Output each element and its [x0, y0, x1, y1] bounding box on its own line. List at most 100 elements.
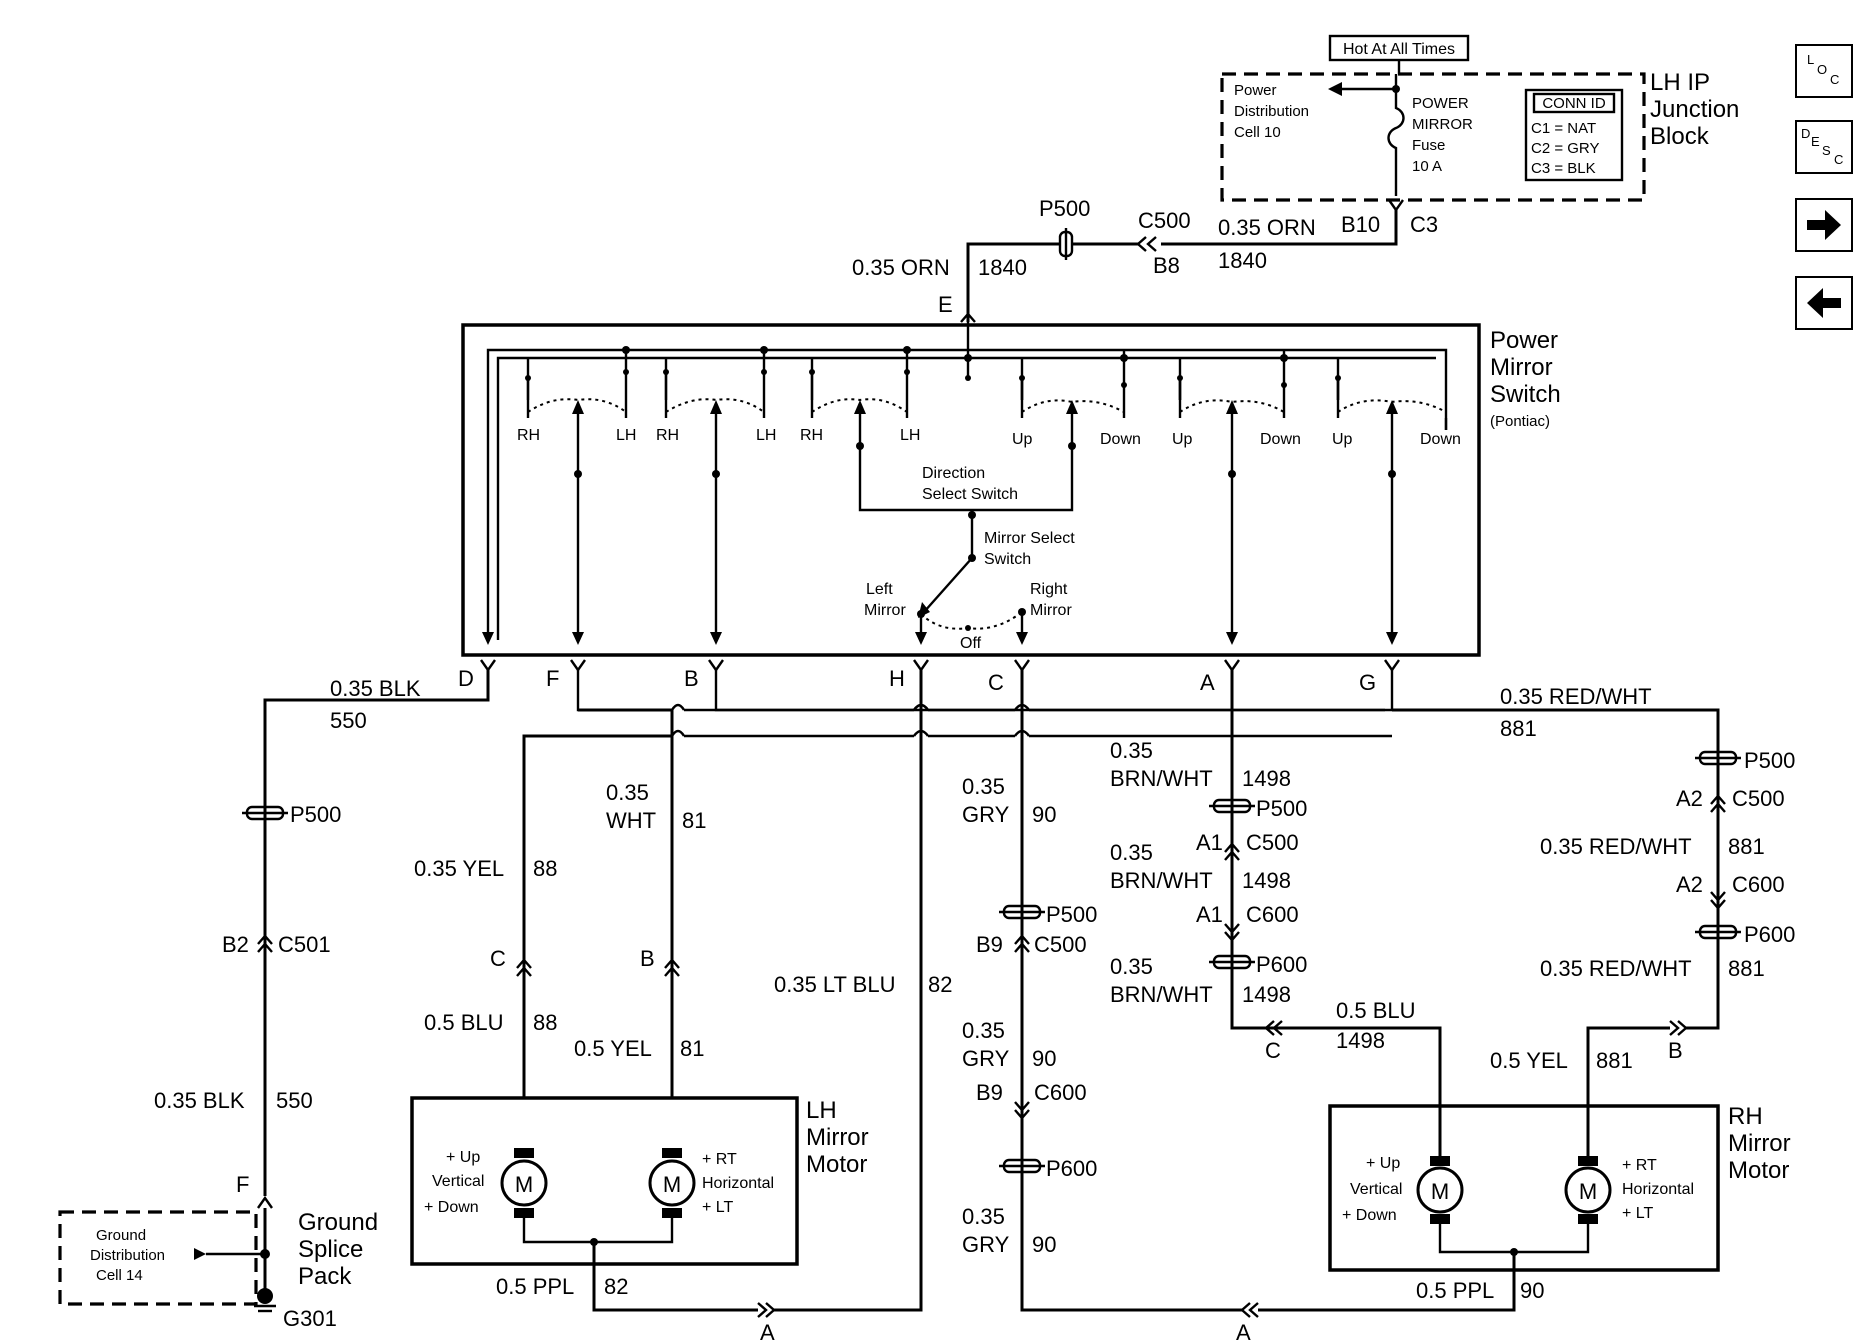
ground-wire-top-color: 0.35 BLK — [330, 676, 421, 701]
mirror-select-label-2: Switch — [984, 551, 1031, 568]
contact-label-up-1: Up — [1012, 431, 1033, 448]
rh-yel-wire-circuit: 881 — [1596, 1048, 1633, 1073]
gry-wire3-circuit: 90 — [1032, 1232, 1056, 1257]
ground-wire-low-circuit: 550 — [276, 1088, 313, 1113]
ground-wire-low-color: 0.35 BLK — [154, 1088, 245, 1113]
redwht-wire2-circuit: 881 — [1728, 834, 1765, 859]
lh-wht-wire-color: WHT — [606, 808, 656, 833]
gry-circuit-90: 0.35 GRY 90 P500 B9 C500 0.35 GRY 90 B9 … — [962, 670, 1544, 1344]
brn-connector-c600: C600 — [1246, 902, 1299, 927]
conn-id-row-1: C1 = NAT — [1531, 120, 1596, 137]
right-mirror-label-2: Mirror — [1030, 602, 1072, 619]
lh-yel2-wire-circuit: 81 — [680, 1036, 704, 1061]
lh-vert-label-3: + Down — [424, 1199, 479, 1216]
switch-pin-a: A — [1200, 670, 1215, 695]
off-label: Off — [960, 635, 982, 652]
lh-horizontal-motor-icon — [648, 1159, 696, 1207]
location-view-button[interactable]: L O C — [1795, 44, 1853, 98]
direction-switch-label-1: Direction — [922, 465, 985, 482]
gry-connector-c500: C500 — [1034, 932, 1087, 957]
brn-wire2-size: 0.35 — [1110, 840, 1153, 865]
rh-horiz-label-2: Horizontal — [1622, 1181, 1694, 1198]
conn-id-row-3: C3 = BLK — [1531, 160, 1596, 177]
lh-pin-a: A — [760, 1320, 775, 1344]
desc-letter-c: C — [1834, 152, 1844, 167]
fuse-label-4: 10 A — [1412, 158, 1442, 175]
ground-pack-label-3: Pack — [298, 1263, 352, 1290]
lh-yel-wire-color: 0.35 YEL — [414, 856, 504, 881]
power-mirror-fuse — [1387, 74, 1405, 196]
next-page-button[interactable] — [1795, 198, 1853, 252]
brn-circuit-1498: 0.35 BRN/WHT 1498 P500 A1 C500 0.35 BRN/… — [1110, 670, 1442, 1160]
rh-mirror-motor: RH Mirror Motor M M + Up Vertical + Down… — [1328, 1103, 1791, 1284]
lh-vert-label-2: Vertical — [432, 1173, 484, 1190]
pin-f-ground: F — [236, 1172, 249, 1197]
brn-wire3-size: 0.35 — [1110, 954, 1153, 979]
lh-pin-b: B — [640, 946, 655, 971]
switch-pin-d: D — [458, 666, 474, 691]
lh-pin-c: C — [490, 946, 506, 971]
brn-wire3-color: BRN/WHT — [1110, 982, 1213, 1007]
description-view-button[interactable]: D E S C — [1795, 120, 1853, 174]
feed-wire-left-circuit: 1840 — [978, 255, 1027, 280]
pin-c3: C3 — [1410, 212, 1438, 237]
power-dist-arrow-icon — [1328, 82, 1342, 96]
brn-wire1-circuit: 1498 — [1242, 766, 1291, 791]
gry-wire3-size: 0.35 — [962, 1204, 1005, 1229]
power-mirror-switch: Power Mirror Switch (Pontiac) — [461, 322, 1561, 657]
redwht-wire2-color: 0.35 RED/WHT — [1540, 834, 1692, 859]
lh-wht-wire-size: 0.35 — [606, 780, 649, 805]
brn-wire2-circuit: 1498 — [1242, 868, 1291, 893]
gry-wire1-circuit: 90 — [1032, 802, 1056, 827]
switch-pin-c: C — [988, 670, 1004, 695]
brn-pin-c: C — [1265, 1038, 1281, 1063]
redwht-pin-a2-upper: A2 — [1676, 786, 1703, 811]
power-dist-label-2: Distribution — [1234, 103, 1309, 120]
rh-ppl-wire-color: 0.5 PPL — [1416, 1278, 1494, 1303]
splice-p500-ground-label: P500 — [290, 802, 341, 827]
rh-motor-name-2: Mirror — [1728, 1130, 1791, 1157]
switch-pins: D F B H C A G — [458, 632, 1400, 695]
ground-pack-label-2: Splice — [298, 1236, 363, 1263]
junction-block-name-2: Junction — [1650, 96, 1739, 123]
lh-mirror-circuits: 0.35 YEL 88 0.35 WHT 81 C B 0.5 BLU 88 0… — [410, 670, 1394, 1344]
rh-vert-label-3: + Down — [1342, 1207, 1397, 1224]
switch-pin-g: G — [1359, 670, 1376, 695]
contact-label-down-3: Down — [1420, 431, 1461, 448]
desc-letter-s: S — [1822, 143, 1831, 158]
lh-vert-label-1: + Up — [446, 1149, 480, 1166]
gry-wire2-color: GRY — [962, 1046, 1010, 1071]
fuse-label-3: Fuse — [1412, 137, 1445, 154]
junction-block-outline — [1220, 72, 1646, 202]
pin-b10: B10 — [1341, 212, 1380, 237]
gry-connector-c600: C600 — [1034, 1080, 1087, 1105]
splice-p500-redwht-label: P500 — [1744, 748, 1795, 773]
redwht-wire3-color: 0.35 RED/WHT — [1540, 956, 1692, 981]
lh-motor-name-1: LH — [806, 1097, 837, 1124]
rh-pin-a: A — [1236, 1320, 1251, 1344]
redwht-connector-c500: C500 — [1732, 786, 1785, 811]
direction-switch-label-2: Select Switch — [922, 486, 1018, 503]
splice-p500-feed-label: P500 — [1039, 196, 1090, 221]
conn-id-title: CONN ID — [1542, 95, 1606, 112]
feed-circuit-1840: B10 C3 0.35 ORN 1840 C500 B8 P500 0.35 O… — [852, 196, 1438, 323]
brn-blu-wire-circuit: 1498 — [1336, 1028, 1385, 1053]
lh-horiz-label-3: + LT — [702, 1199, 734, 1216]
lh-yel-wire-circuit: 88 — [533, 856, 557, 881]
splice-p600-brn-label: P600 — [1256, 952, 1307, 977]
gry-pin-b9-lower: B9 — [976, 1080, 1003, 1105]
gry-wire2-size: 0.35 — [962, 1018, 1005, 1043]
redwht-pin-b: B — [1668, 1038, 1683, 1063]
splice-p600-redwht-label: P600 — [1744, 922, 1795, 947]
rh-vert-label-2: Vertical — [1350, 1181, 1402, 1198]
rh-horizontal-motor-icon — [1564, 1166, 1612, 1214]
switch-pin-b: B — [684, 666, 699, 691]
previous-page-button[interactable] — [1795, 276, 1853, 330]
lh-wht-wire-circuit: 81 — [682, 808, 706, 833]
hot-at-all-times-label: Hot At All Times — [1343, 41, 1455, 58]
lh-vertical-motor-icon — [500, 1159, 548, 1207]
desc-letter-e: E — [1811, 134, 1820, 149]
mirror-select-label-1: Mirror Select — [984, 530, 1075, 547]
ltblu-wire-circuit: 82 — [928, 972, 952, 997]
brn-wire1-size: 0.35 — [1110, 738, 1153, 763]
